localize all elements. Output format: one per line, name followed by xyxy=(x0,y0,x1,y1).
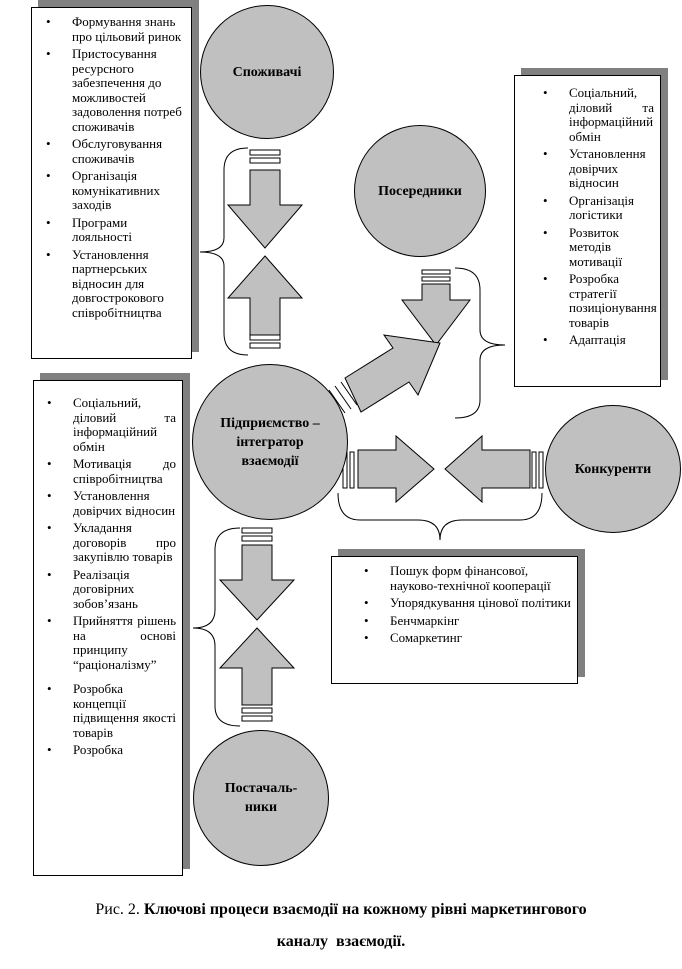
list-item: Розробка концепції підвищення якості тов… xyxy=(47,681,176,740)
node-consumers-label: Споживачі xyxy=(232,64,302,80)
list-item: Програми лояльності xyxy=(46,215,185,245)
consumers-box: Формування знань про цільовий ринок Прис… xyxy=(31,7,192,359)
figure-caption: Рис. 2. Ключові процеси взаємодії на кож… xyxy=(0,901,682,919)
arrow-down-suppliers xyxy=(218,544,296,621)
arrow-up-suppliers xyxy=(218,627,296,706)
arrow-left-center xyxy=(444,434,531,504)
node-competitors: Конкуренти xyxy=(545,405,681,533)
node-competitors-label: Конкуренти xyxy=(574,461,652,477)
caption-prefix: Рис. 2. xyxy=(95,901,140,918)
consumers-list: Формування знань про цільовий ринок Прис… xyxy=(32,8,191,320)
arrow-up-consumers xyxy=(226,255,304,336)
list-item: Соціальний, діловий та інформаційний обм… xyxy=(543,85,654,144)
figure-caption-line-2: каналу взаємодії. xyxy=(0,933,682,951)
list-item: Укладання договорів про закупівлю товарі… xyxy=(47,520,176,565)
list-item: Соціальний, діловий та інформаційний обм… xyxy=(47,395,176,454)
arrow-down-intermediaries xyxy=(400,283,472,346)
list-item: Сомаркетинг xyxy=(364,630,571,646)
enterprise-list: Соціальний, діловий та інформаційний обм… xyxy=(34,381,182,758)
list-item: Пошук форм фінансової, науково-технічної… xyxy=(364,563,571,593)
intermediaries-list: Соціальний, діловий та інформаційний обм… xyxy=(515,76,660,348)
list-item: Мотивація до співробітництва xyxy=(47,456,176,486)
competitors-box: Пошук форм фінансової, науково-технічної… xyxy=(331,556,578,684)
list-item: Розвиток методів мотивації xyxy=(543,225,654,270)
arrow-down-consumers xyxy=(226,169,304,249)
list-item: Обслуговування споживачів xyxy=(46,136,185,166)
list-item: Розробка xyxy=(47,742,176,758)
brace-consumers xyxy=(199,147,249,356)
caption-line-2: каналу взаємодії. xyxy=(276,933,406,950)
brace-bottom xyxy=(337,492,543,541)
node-consumers: Споживачі xyxy=(200,5,334,139)
list-item: Пристосування ресурсного забезпечення до… xyxy=(46,46,185,134)
list-item: Адаптація xyxy=(543,332,654,348)
list-item: Розробка стратегії позиціонування товарі… xyxy=(543,271,657,330)
list-item: Організація логістики xyxy=(543,193,654,223)
node-suppliers: Постачаль-ники xyxy=(193,730,329,866)
intermediaries-box: Соціальний, діловий та інформаційний обм… xyxy=(514,75,661,387)
brace-suppliers xyxy=(192,527,241,727)
competitors-list: Пошук форм фінансової, науково-технічної… xyxy=(332,557,577,646)
list-item: Бенчмаркінг xyxy=(364,613,571,629)
list-item: Прийняття рішень на основі принципу “рац… xyxy=(47,613,176,672)
arrow-right-center xyxy=(357,434,435,504)
list-item: Установлення довірчих відносин xyxy=(543,146,654,191)
node-enterprise-label: Підприємство – інтегратор взаємодії xyxy=(220,415,320,469)
enterprise-box: Соціальний, діловий та інформаційний обм… xyxy=(33,380,183,876)
list-item: Організація комунікативних заходів xyxy=(46,168,185,213)
list-item: Установлення партнерських відносин для д… xyxy=(46,247,185,321)
caption-line-1: Ключові процеси взаємодії на кожному рів… xyxy=(143,901,587,918)
list-item: Реалізація договірних зобов’язань xyxy=(47,567,176,612)
node-intermediaries-label: Посередники xyxy=(378,183,462,199)
list-item: Установлення довірчих відносин xyxy=(47,488,176,518)
brace-intermediaries xyxy=(454,267,506,419)
list-item: Упорядкування цінової політики xyxy=(364,595,571,611)
node-intermediaries: Посередники xyxy=(354,125,486,257)
node-enterprise: Підприємство – інтегратор взаємодії xyxy=(192,364,348,520)
arrow-diagonal-intermediaries xyxy=(344,334,441,413)
list-item: Формування знань про цільовий ринок xyxy=(46,14,185,44)
node-suppliers-label: Постачаль-ники xyxy=(224,781,298,815)
